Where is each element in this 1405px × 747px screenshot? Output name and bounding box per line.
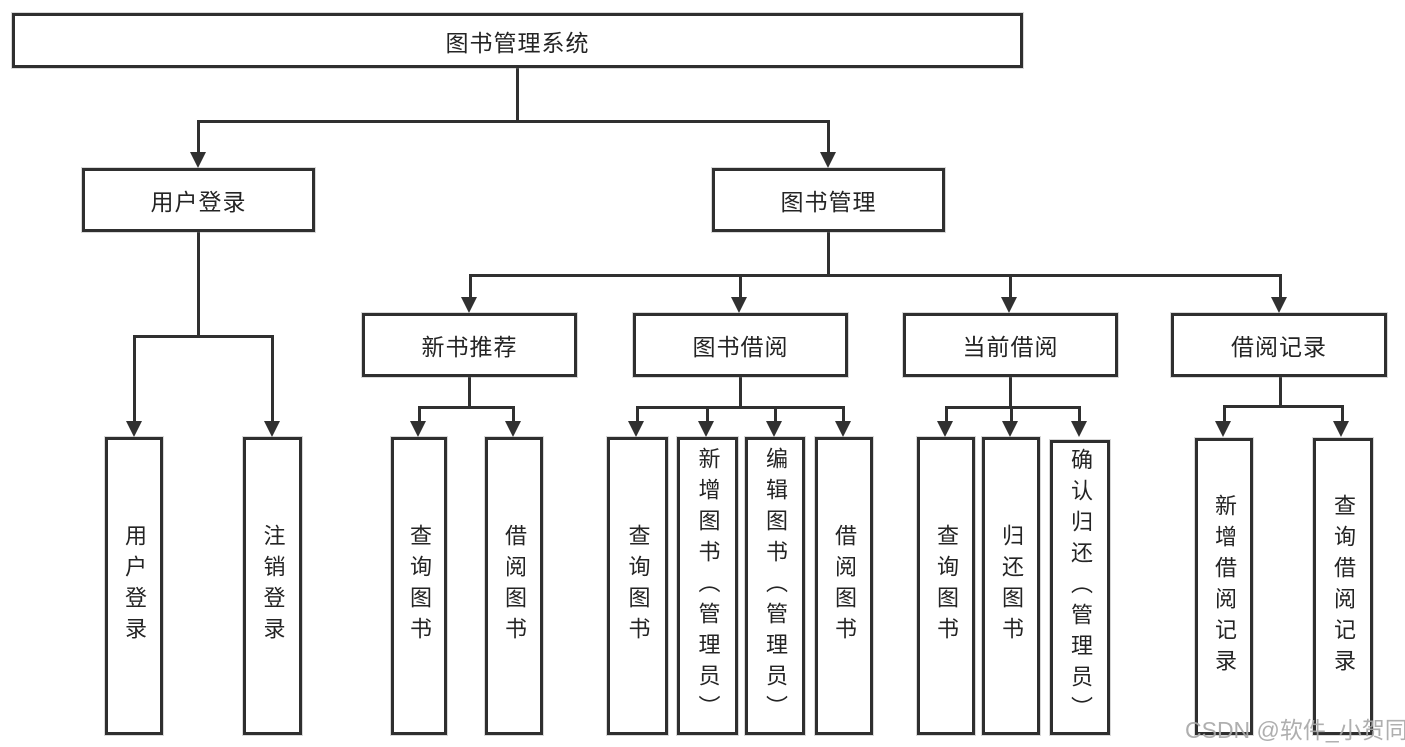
node-current-borrow-label: 当前借阅 bbox=[962, 334, 1059, 360]
connector-leaf bbox=[512, 406, 515, 423]
leaf-br-query-record-label: 查询借阅记录 bbox=[1331, 493, 1356, 680]
connector-to-leaf-user-login bbox=[133, 335, 136, 423]
leaf-bb-add-book-admin-label: 新增图书（管理员） bbox=[695, 446, 721, 726]
arrowhead-down-icon bbox=[835, 421, 851, 437]
node-new-book-recommend: 新书推荐 bbox=[362, 313, 577, 377]
connector-book-management-rail bbox=[469, 274, 1282, 277]
connector-leaf bbox=[842, 406, 845, 423]
connector-leaf bbox=[1078, 406, 1081, 423]
arrowhead-down-icon bbox=[766, 421, 782, 437]
connector-borrow-records-rail bbox=[1223, 405, 1343, 408]
leaf-cb-return-book: 归还图书 bbox=[982, 437, 1040, 735]
leaf-br-add-record-label: 新增借阅记录 bbox=[1212, 493, 1237, 680]
connector-root-stem bbox=[516, 68, 519, 120]
watermark: CSDN @软件_小贺同学 bbox=[1185, 717, 1405, 743]
node-book-management: 图书管理 bbox=[712, 168, 945, 232]
leaf-bb-query-book: 查询图书 bbox=[607, 437, 668, 735]
leaf-cb-query-book: 查询图书 bbox=[917, 437, 975, 735]
arrowhead-down-icon bbox=[937, 421, 953, 437]
arrowhead-down-icon bbox=[1333, 421, 1349, 437]
connector-new-book-rail bbox=[418, 406, 515, 409]
arrowhead-down-icon bbox=[820, 152, 836, 168]
connector-current-borrow-stem bbox=[1009, 377, 1012, 406]
node-book-management-label: 图书管理 bbox=[780, 189, 877, 215]
connector-leaf bbox=[706, 406, 709, 423]
leaf-bb-edit-book-admin: 编辑图书（管理员） bbox=[745, 437, 805, 735]
connector-to-borrow-records bbox=[1279, 274, 1282, 299]
leaf-cb-confirm-return-admin-label: 确认归还（管理员） bbox=[1068, 448, 1093, 727]
connector-leaf bbox=[1341, 405, 1344, 423]
leaf-bb-query-book-label: 查询图书 bbox=[625, 524, 651, 648]
leaf-nb-borrow-book-label: 借阅图书 bbox=[502, 524, 527, 648]
leaf-bb-borrow-book: 借阅图书 bbox=[815, 437, 873, 735]
leaf-br-query-record: 查询借阅记录 bbox=[1313, 438, 1373, 735]
connector-new-book-stem bbox=[468, 377, 471, 406]
connector-user-login-rail bbox=[133, 335, 274, 338]
leaf-nb-borrow-book: 借阅图书 bbox=[485, 437, 543, 735]
connector-leaf bbox=[774, 406, 777, 423]
connector-to-user-login bbox=[197, 120, 200, 154]
leaf-cb-query-book-label: 查询图书 bbox=[934, 524, 959, 648]
connector-book-borrow-stem bbox=[739, 377, 742, 406]
connector-to-new-book bbox=[469, 274, 472, 299]
leaf-nb-query-book-label: 查询图书 bbox=[407, 524, 432, 648]
arrowhead-down-icon bbox=[1271, 297, 1287, 313]
leaf-nb-query-book: 查询图书 bbox=[391, 437, 447, 735]
arrowhead-down-icon bbox=[410, 421, 426, 437]
leaf-cb-confirm-return-admin: 确认归还（管理员） bbox=[1050, 440, 1110, 735]
leaf-bb-borrow-book-label: 借阅图书 bbox=[832, 524, 857, 648]
connector-book-borrow-rail bbox=[636, 406, 845, 409]
node-new-book-recommend-label: 新书推荐 bbox=[421, 334, 518, 360]
node-root-label: 图书管理系统 bbox=[445, 29, 590, 56]
arrowhead-down-icon bbox=[1215, 421, 1231, 437]
arrowhead-down-icon bbox=[1002, 421, 1018, 437]
connector-to-book-management bbox=[827, 120, 830, 154]
node-book-borrow: 图书借阅 bbox=[633, 313, 848, 377]
connector-leaf bbox=[636, 406, 639, 423]
node-current-borrow: 当前借阅 bbox=[903, 313, 1118, 377]
connector-user-login-stem bbox=[197, 232, 200, 335]
node-borrow-records-label: 借阅记录 bbox=[1231, 334, 1327, 360]
connector-book-management-stem bbox=[827, 232, 830, 274]
connector-borrow-records-stem bbox=[1279, 377, 1282, 405]
arrowhead-down-icon bbox=[505, 421, 521, 437]
leaf-bb-add-book-admin: 新增图书（管理员） bbox=[677, 437, 738, 735]
connector-to-current-borrow bbox=[1009, 274, 1012, 299]
connector-current-borrow-rail bbox=[945, 406, 1081, 409]
node-borrow-records: 借阅记录 bbox=[1171, 313, 1387, 377]
arrowhead-down-icon bbox=[264, 421, 280, 437]
arrowhead-down-icon bbox=[731, 297, 747, 313]
arrowhead-down-icon bbox=[190, 152, 206, 168]
node-user-login: 用户登录 bbox=[82, 168, 315, 232]
leaf-br-add-record: 新增借阅记录 bbox=[1195, 438, 1253, 735]
node-user-login-label: 用户登录 bbox=[150, 189, 247, 215]
arrowhead-down-icon bbox=[698, 421, 714, 437]
arrowhead-down-icon bbox=[461, 297, 477, 313]
connector-to-leaf-logout bbox=[271, 335, 274, 423]
node-root: 图书管理系统 bbox=[12, 13, 1023, 68]
connector-leaf bbox=[418, 406, 421, 423]
connector-leaf bbox=[945, 406, 948, 423]
leaf-user-login-label: 用户登录 bbox=[122, 524, 147, 648]
arrowhead-down-icon bbox=[628, 421, 644, 437]
connector-leaf bbox=[1223, 405, 1226, 423]
leaf-cb-return-book-label: 归还图书 bbox=[999, 524, 1024, 648]
connector-to-book-borrow bbox=[739, 274, 742, 299]
leaf-logout-label: 注销登录 bbox=[260, 524, 286, 648]
connector-leaf bbox=[1010, 406, 1013, 423]
leaf-bb-edit-book-admin-label: 编辑图书（管理员） bbox=[763, 446, 788, 726]
arrowhead-down-icon bbox=[126, 421, 142, 437]
node-book-borrow-label: 图书借阅 bbox=[692, 334, 789, 360]
leaf-user-login: 用户登录 bbox=[105, 437, 163, 735]
connector-root-rail bbox=[197, 120, 830, 123]
arrowhead-down-icon bbox=[1001, 297, 1017, 313]
leaf-logout: 注销登录 bbox=[243, 437, 302, 735]
arrowhead-down-icon bbox=[1071, 421, 1087, 437]
